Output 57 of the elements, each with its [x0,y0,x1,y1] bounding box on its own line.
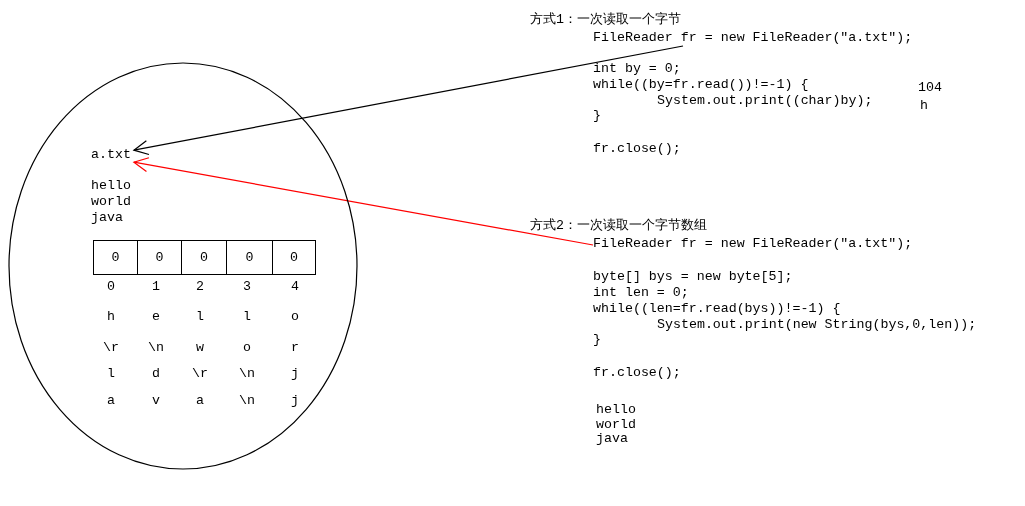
character: \r [191,366,209,382]
character: a [195,393,205,409]
character: a [106,393,116,409]
code-line: byte[] bys = new byte[5]; [593,269,793,285]
ellipse-outline [8,62,358,470]
character: r [290,340,300,356]
code-line: fr.close(); [593,141,681,157]
output-text: hello [91,178,131,194]
output-text: hello [596,402,636,418]
code-line: System.out.print(new String(bys,0,len)); [657,317,977,333]
output-text: world [596,417,636,433]
index-number: 2 [195,279,205,295]
character: d [151,366,161,382]
array-cell: 0 [226,240,273,275]
index-number: 1 [151,279,161,295]
code-line: fr.close(); [593,365,681,381]
index-number: 3 [242,279,252,295]
character: \n [238,366,256,382]
character: e [151,309,161,325]
output-text: java [596,431,628,447]
output-text: 104 [918,80,942,96]
code-line: FileReader fr = new FileReader("a.txt"); [593,30,913,46]
character: l [195,309,205,325]
character: \n [238,393,256,409]
code-line: int len = 0; [593,285,689,301]
character: j [290,393,300,409]
output-text: java [91,210,123,226]
array-cell: 0 [93,240,138,275]
code-line: while((by=fr.read())!=-1) { [593,77,809,93]
character: \r [102,340,120,356]
code-line: FileReader fr = new FileReader("a.txt"); [593,236,913,252]
code-line: } [593,108,601,124]
character: o [242,340,252,356]
file-name: a.txt [91,147,131,163]
character: o [290,309,300,325]
character: w [195,340,205,356]
code-line: } [593,332,601,348]
code-line: while((len=fr.read(bys))!=-1) { [593,301,841,317]
code-line: System.out.print((char)by); [657,93,873,109]
heading: 方式2：一次读取一个字节数组 [530,218,707,234]
array-cell: 0 [272,240,316,275]
character: \n [147,340,165,356]
arrow [133,157,594,246]
arrow [133,45,684,156]
index-number: 0 [106,279,116,295]
character: h [106,309,116,325]
heading: 方式1：一次读取一个字节 [530,12,681,28]
character: j [290,366,300,382]
character: v [151,393,161,409]
index-number: 4 [290,279,300,295]
output-text: h [920,98,928,114]
array-cell: 0 [137,240,182,275]
array-cell: 0 [181,240,227,275]
character: l [106,366,116,382]
character: l [242,309,252,325]
code-line: int by = 0; [593,61,681,77]
output-text: world [91,194,131,210]
